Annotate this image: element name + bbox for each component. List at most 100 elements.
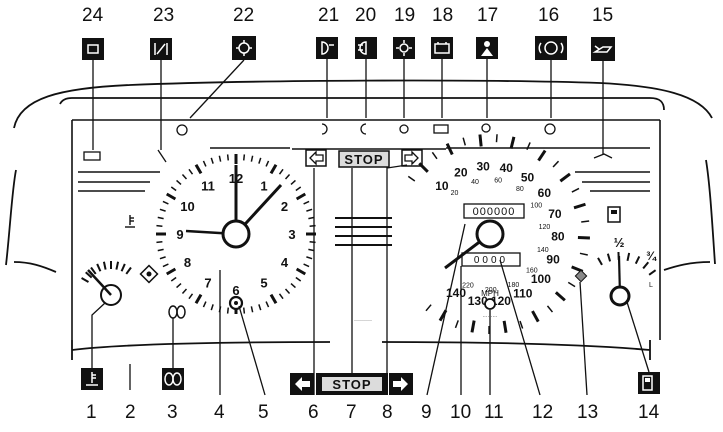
heated-rear-window-icon	[162, 368, 184, 390]
clock-minute-tick	[278, 168, 284, 175]
speedometer-mph-label: 130	[468, 294, 488, 308]
stop-warning-icon: STOP	[316, 373, 388, 395]
right-indicator-icon	[389, 373, 413, 395]
coolant-scale-mark	[102, 261, 107, 270]
callout-21: 21	[318, 5, 339, 26]
clock-minute-tick	[226, 154, 230, 161]
clock-minute-tick	[157, 248, 164, 252]
clock-minute-tick	[309, 240, 316, 244]
clock-hour-tick	[194, 163, 203, 175]
speedometer-hub	[475, 219, 505, 249]
fuel-pump-symbol	[607, 206, 621, 223]
speedometer-minor-tick	[425, 304, 432, 312]
trip-meter: 0000	[461, 252, 521, 267]
fuel-scale-mark	[626, 252, 631, 261]
clock-minute-tick	[284, 174, 291, 180]
fuel-gauge-hub	[609, 285, 631, 307]
speedometer-kmh-label: 140	[537, 247, 549, 254]
callout-18: 18	[432, 5, 453, 26]
clock-minute-tick	[290, 179, 296, 186]
speedometer-mph-label: 70	[548, 207, 562, 221]
clock-minute-tick	[295, 186, 302, 192]
clock-minute-tick	[242, 307, 246, 314]
clock-minute-tick	[202, 160, 207, 167]
speedometer-mph-label: 120	[491, 294, 511, 308]
clock-minute-tick	[309, 224, 316, 228]
speedometer-ticks	[407, 134, 590, 335]
clock-numeral: 2	[281, 199, 288, 214]
speedometer-kmh-label: 40	[471, 179, 479, 186]
analogue-clock: 121234567891011	[156, 154, 316, 314]
clock-hour-tick	[165, 192, 177, 201]
speedometer-kmh-label: 60	[494, 178, 502, 185]
clock-numeral: 10	[180, 199, 194, 214]
bottom-leader-lines	[91, 164, 650, 396]
speedometer-mph-label: 60	[538, 186, 552, 200]
warning-strip	[78, 147, 650, 192]
callout-14: 14	[638, 402, 660, 423]
clock-minute-tick	[278, 293, 284, 300]
clock-numeral: 11	[201, 179, 215, 194]
sidelight-lamp	[399, 124, 409, 134]
odometer: 000000	[463, 203, 525, 219]
clock-minute-tick	[210, 157, 214, 164]
odometer-digits: 000000	[473, 206, 516, 218]
fuel-half-label: ½	[614, 235, 625, 250]
brake-pad-lamp	[83, 151, 101, 161]
mph-unit-label: MPH	[481, 289, 499, 298]
dashboard-housing	[5, 79, 716, 360]
speedometer-minor-tick	[454, 320, 459, 329]
clock-minute-tick	[218, 155, 222, 162]
clock-minute-tick	[170, 276, 177, 282]
clock-minute-tick	[188, 168, 194, 175]
callout-4: 4	[214, 402, 225, 423]
callout-3: 3	[167, 402, 178, 423]
callout-10: 10	[450, 402, 471, 423]
heated-rear-window-lamp	[168, 305, 186, 319]
speedometer-major-tick	[573, 202, 586, 210]
callout-22: 22	[233, 5, 254, 26]
coolant-scale-mark	[120, 263, 126, 272]
speedometer-kmh-label: 200	[485, 287, 497, 294]
callout-13: 13	[577, 402, 598, 423]
speedometer-minor-tick	[526, 142, 531, 151]
clock-minute-tick	[265, 160, 270, 167]
battery-charge-icon	[431, 37, 453, 59]
speedometer-minor-tick	[581, 220, 590, 223]
coolant-scale-mark	[125, 266, 132, 275]
coolant-scale-mark	[81, 277, 89, 283]
callout-8: 8	[382, 402, 393, 423]
speedometer-kmh-label: 180	[508, 282, 520, 289]
trip-reset-button	[484, 298, 496, 310]
clock-minute-tick	[202, 301, 207, 308]
clock-minute-tick	[210, 304, 214, 311]
clock-minute-tick	[181, 174, 188, 180]
clock-numeral: 7	[204, 275, 211, 290]
speedometer-minor-tick	[579, 252, 588, 256]
coolant-temperature-icon	[81, 368, 103, 390]
panel-maker-mark: ·········	[354, 318, 372, 324]
coolant-scale-mark	[90, 266, 97, 275]
clock-numeral: 3	[288, 227, 295, 242]
rear-fog-light-icon	[232, 36, 256, 60]
clock-ticks	[156, 154, 316, 314]
coolant-needle	[87, 269, 112, 296]
speedometer-minor-tick	[519, 320, 524, 329]
panel-face	[71, 119, 661, 340]
low-fuel-icon	[638, 372, 660, 394]
clock-minute-tick	[250, 306, 254, 313]
speedometer-mph-label: 20	[454, 166, 468, 180]
callout-23: 23	[153, 5, 174, 26]
stop-label-bottom: STOP	[332, 377, 371, 392]
top-leader-lines	[92, 59, 604, 155]
brake-lamp	[544, 123, 556, 135]
speedometer-kmh-label: 20	[451, 190, 459, 197]
callout-16: 16	[538, 5, 559, 26]
clock-minute-tick	[170, 186, 177, 192]
clock-hour-tick	[295, 192, 307, 201]
clock-minute-tick	[290, 282, 296, 289]
speedometer-minor-tick	[567, 281, 576, 288]
fuel-scale-mark	[597, 257, 603, 266]
clock-minute-tick	[159, 256, 166, 260]
